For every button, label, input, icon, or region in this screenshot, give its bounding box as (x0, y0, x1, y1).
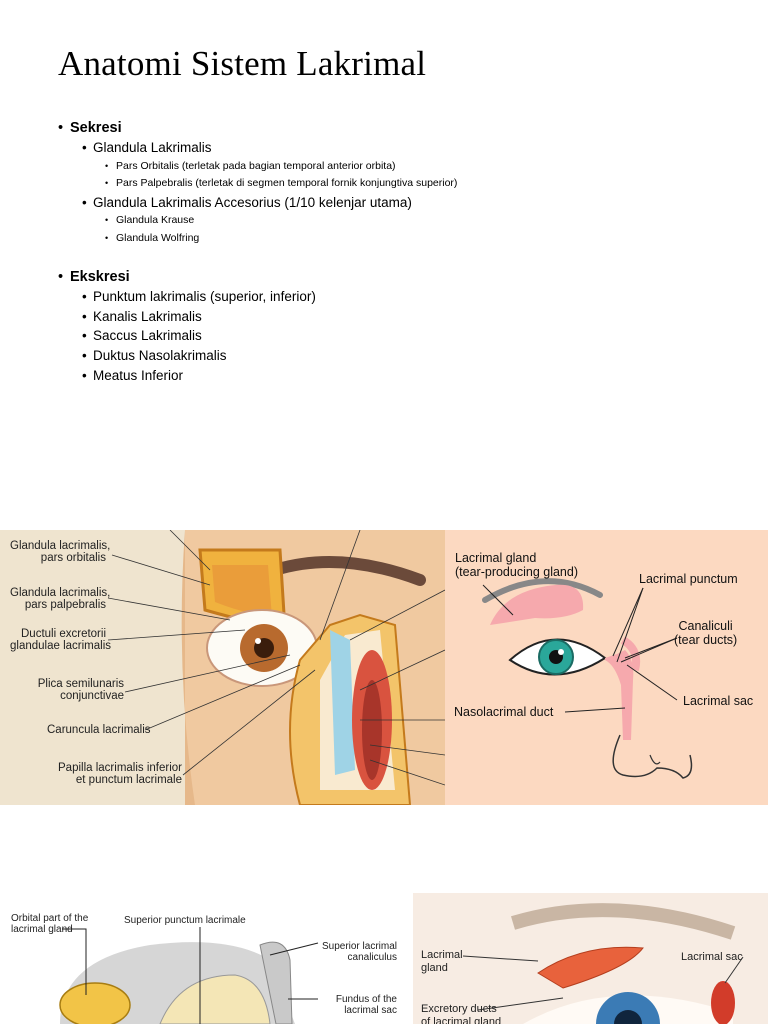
bullet-glandula-accesorius: Glandula Lakrimalis Accesorius (1/10 kel… (58, 193, 748, 213)
label-excretory-ducts: Excretory ducts of lacrimal gland (421, 1003, 502, 1024)
realistic-eye (462, 903, 744, 1024)
bullet-list: Sekresi Glandula Lakrimalis Pars Orbital… (58, 118, 748, 385)
bullet-ekskresi: Ekskresi (58, 267, 748, 287)
bullet-glandula-wolfring: Glandula Wolfring (58, 230, 748, 248)
figure-lacrimal-schematic: Orbital part of the lacrimal gland Super… (0, 905, 405, 1024)
face-illustration (107, 530, 445, 805)
figure-tear-drainage-diagram: Lacrimal gland (tear-producing gland) La… (445, 530, 768, 805)
label-lacrimal-punctum: Lacrimal punctum (639, 572, 738, 586)
label-papilla-lacrimalis: Papilla lacrimalis inferior et punctum l… (58, 762, 182, 786)
page-title: Anatomi Sistem Lakrimal (58, 44, 427, 83)
label-canaliculi: Canaliculi (tear ducts) (674, 619, 738, 647)
bullet-sekresi: Sekresi (58, 118, 748, 138)
bullet-punktum: Punktum lakrimalis (superior, inferior) (58, 287, 748, 307)
label-lacrimal-gland: Lacrimal gland (tear-producing gland) (455, 551, 578, 579)
label-pars-palpebralis: Glandula lacrimalis, pars palpebralis (10, 587, 111, 611)
label-nasolacrimal-duct: Nasolacrimal duct (454, 705, 554, 719)
bullet-glandula-krause: Glandula Krause (58, 212, 748, 230)
label-plica-semilunaris: Plica semilunaris conjunctivae (37, 678, 124, 702)
label-orbital-part: Orbital part of the lacrimal gland (11, 913, 89, 935)
label-pars-orbitalis: Glandula lacrimalis, pars orbitalis (10, 540, 111, 564)
label-lacrimal-sac: Lacrimal sac (683, 694, 754, 708)
schematic-drawing (59, 927, 319, 1024)
bullet-glandula-lakrimalis: Glandula Lakrimalis (58, 138, 748, 158)
bullet-duktus: Duktus Nasolakrimalis (58, 346, 748, 366)
label-superior-canaliculus: Superior lacrimal canaliculus (321, 941, 397, 963)
label-caruncula: Caruncula lacrimalis (47, 724, 151, 736)
label-ductuli-excretorii: Ductuli excretorii glandulae lacrimalis (10, 628, 111, 652)
bullet-meatus: Meatus Inferior (58, 366, 748, 386)
eye-cartoon (482, 578, 693, 779)
bullet-pars-orbitalis: Pars Orbitalis (terletak pada bagian tem… (58, 158, 748, 176)
label-fundus: Fundus of the lacrimal sac (335, 994, 397, 1016)
figure-lacrimal-anatomy-illustration: Glandula lacrimalis, pars orbitalis Glan… (0, 530, 445, 805)
figure-eye-photo-illustration: Lacrimal gland Lacrimal sac Excretory du… (413, 893, 768, 1024)
bullet-kanalis: Kanalis Lakrimalis (58, 307, 748, 327)
label-superior-punctum: Superior punctum lacrimale (124, 915, 246, 926)
bullet-saccus: Saccus Lakrimalis (58, 326, 748, 346)
label-lacrimal-gland-4: Lacrimal gland (421, 949, 463, 974)
bullet-pars-palpebralis: Pars Palpebralis (terletak di segmen tem… (58, 175, 748, 193)
label-lacrimal-sac-4: Lacrimal sac (681, 951, 743, 963)
